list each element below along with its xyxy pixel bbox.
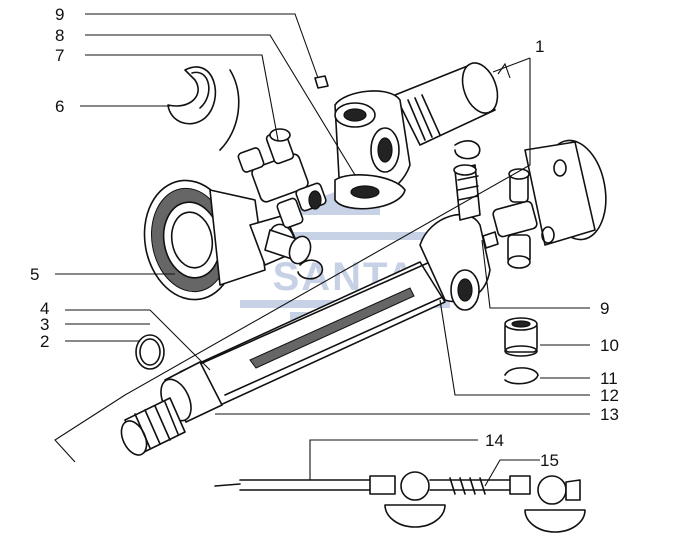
callout-1: 1 <box>535 37 544 56</box>
upper-tube-yoke <box>314 62 499 210</box>
callout-6: 6 <box>55 97 64 116</box>
callout-3: 3 <box>40 315 49 334</box>
callout-4: 4 <box>40 299 49 318</box>
callout-12: 12 <box>600 386 619 405</box>
callout-9-top: 9 <box>55 5 64 24</box>
cross-spider-left <box>237 128 327 229</box>
cross-spider-right <box>453 164 538 269</box>
seal-ring <box>167 66 240 151</box>
group-brackets <box>54 57 531 463</box>
callout-11: 11 <box>600 369 618 388</box>
callout-15: 15 <box>540 451 559 470</box>
assembled-driveshaft <box>214 471 586 533</box>
callout-8: 8 <box>55 26 64 45</box>
main-shaft <box>120 213 491 456</box>
callout-14: 14 <box>485 431 504 450</box>
callout-7: 7 <box>55 46 64 65</box>
callout-13: 13 <box>600 405 619 424</box>
leader-lines <box>55 13 590 487</box>
callout-5: 5 <box>30 265 39 284</box>
callout-2: 2 <box>40 332 49 351</box>
right-flange <box>524 139 607 246</box>
callout-10: 10 <box>600 336 619 355</box>
callout-labels: 9 8 7 6 5 4 3 2 1 9 10 11 12 13 14 15 <box>30 5 619 470</box>
small-parts <box>135 140 539 385</box>
callout-9-right: 9 <box>600 299 609 318</box>
